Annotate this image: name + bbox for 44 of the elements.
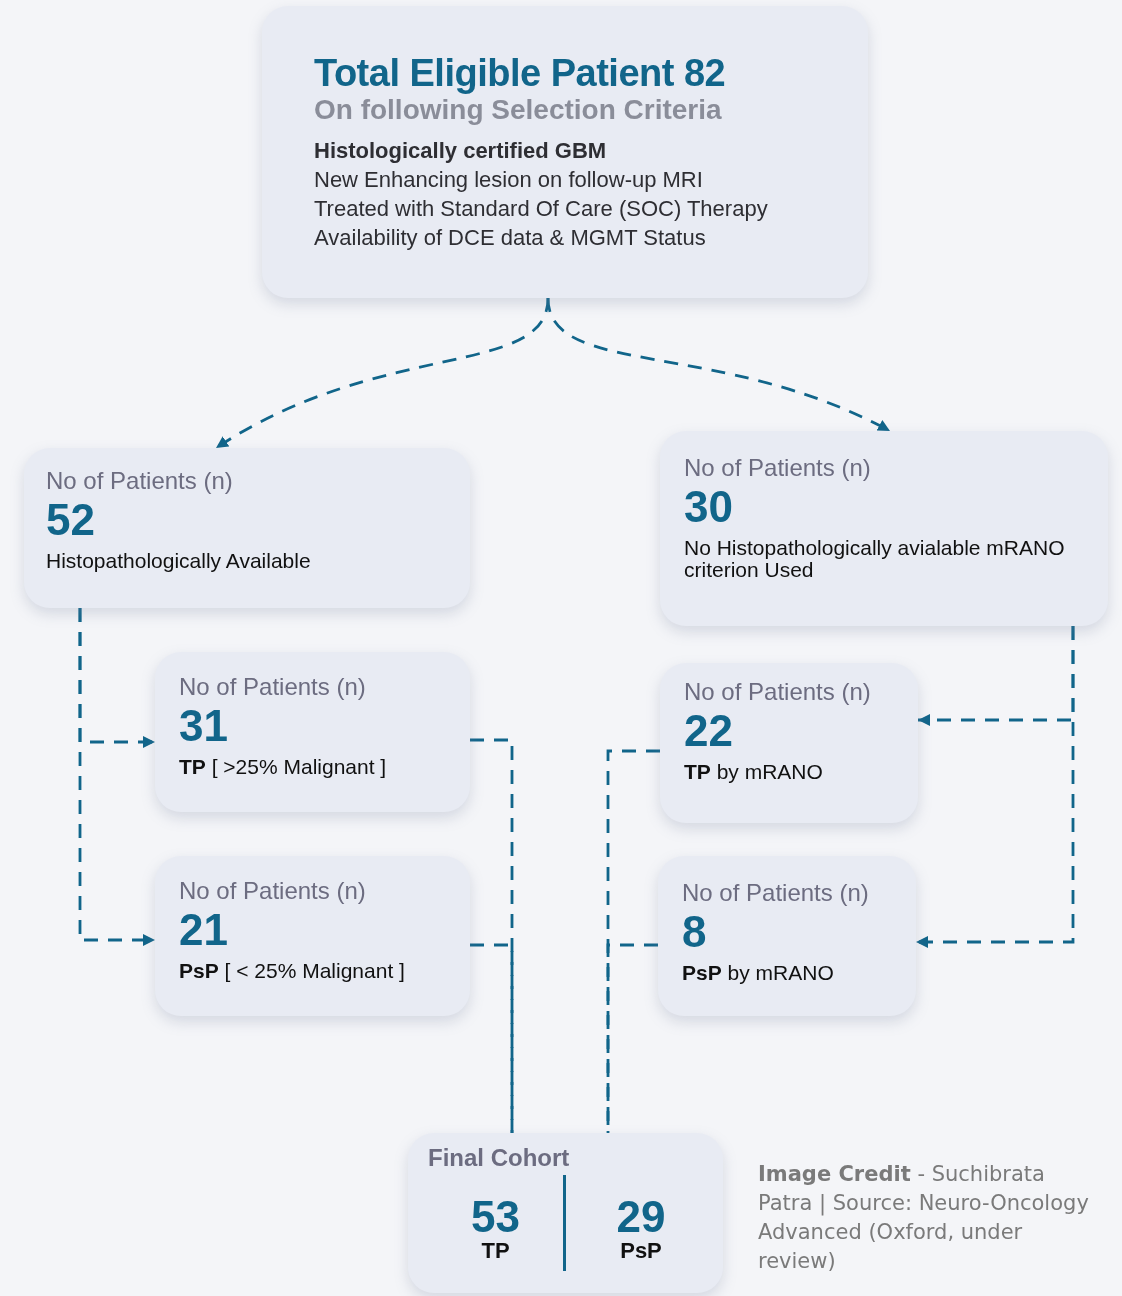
dashed-connector [916,626,1075,948]
process-box [155,652,470,812]
cohort-count: 53 [471,1195,520,1239]
group-label: TP [481,1239,510,1263]
group-description: TP [ >25% Malignant ] [179,756,388,778]
criteria-item: Treated with Standard Of Care (SOC) Therapy [314,195,768,223]
dashed-connector [606,749,660,1133]
patient-count: 21 [179,906,228,954]
count-heading: No of Patients (n) [46,466,233,496]
process-box [155,856,470,1016]
process-box [658,856,916,1016]
criteria-item: Histologically certified GBM [314,137,607,165]
criteria-item: Availability of DCE data & MGMT Status [314,224,706,252]
group-description: No Histopathologically avialable mRANO criterion Used [684,537,1066,581]
patient-count: 8 [682,908,707,956]
process-box [262,6,868,298]
group-description: TP by mRANO [684,761,824,783]
process-box [408,1133,723,1293]
cohort-count: 29 [616,1195,666,1239]
count-heading: No of Patients (n) [179,876,366,906]
process-box [24,448,470,608]
image-credit-note: Image Credit - Suchibrata Patra | Source: Neuro-Oncology Advanced (Oxford, under review) [758,1161,1090,1275]
count-heading: No of Patients (n) [179,672,366,702]
count-heading: No of Patients (n) [684,453,871,483]
group-description: Histopathologically Available [46,550,312,572]
count-heading: No of Patients (n) [684,677,871,707]
group-label: PsP [620,1239,662,1263]
group-description: PsP [ < 25% Malignant ] [179,960,406,982]
patient-count: 31 [179,702,228,750]
subtitle: On following Selection Criteria [314,94,722,126]
patient-count: 52 [46,496,95,544]
criteria-item: New Enhancing lesion on follow-up MRI [314,166,703,194]
dashed-connector [215,297,550,450]
process-box [660,431,1108,626]
dashed-connector [470,943,514,1133]
group-description: PsP by mRANO [682,962,835,984]
title: Total Eligible Patient 82 [314,52,726,94]
count-heading: No of Patients (n) [682,878,869,908]
cohort-heading: Final Cohort [428,1143,570,1173]
dashed-connector [78,608,155,946]
patient-count: 22 [684,707,733,755]
dashed-connector [546,297,891,433]
patient-count: 30 [684,483,733,531]
process-box [660,663,918,823]
